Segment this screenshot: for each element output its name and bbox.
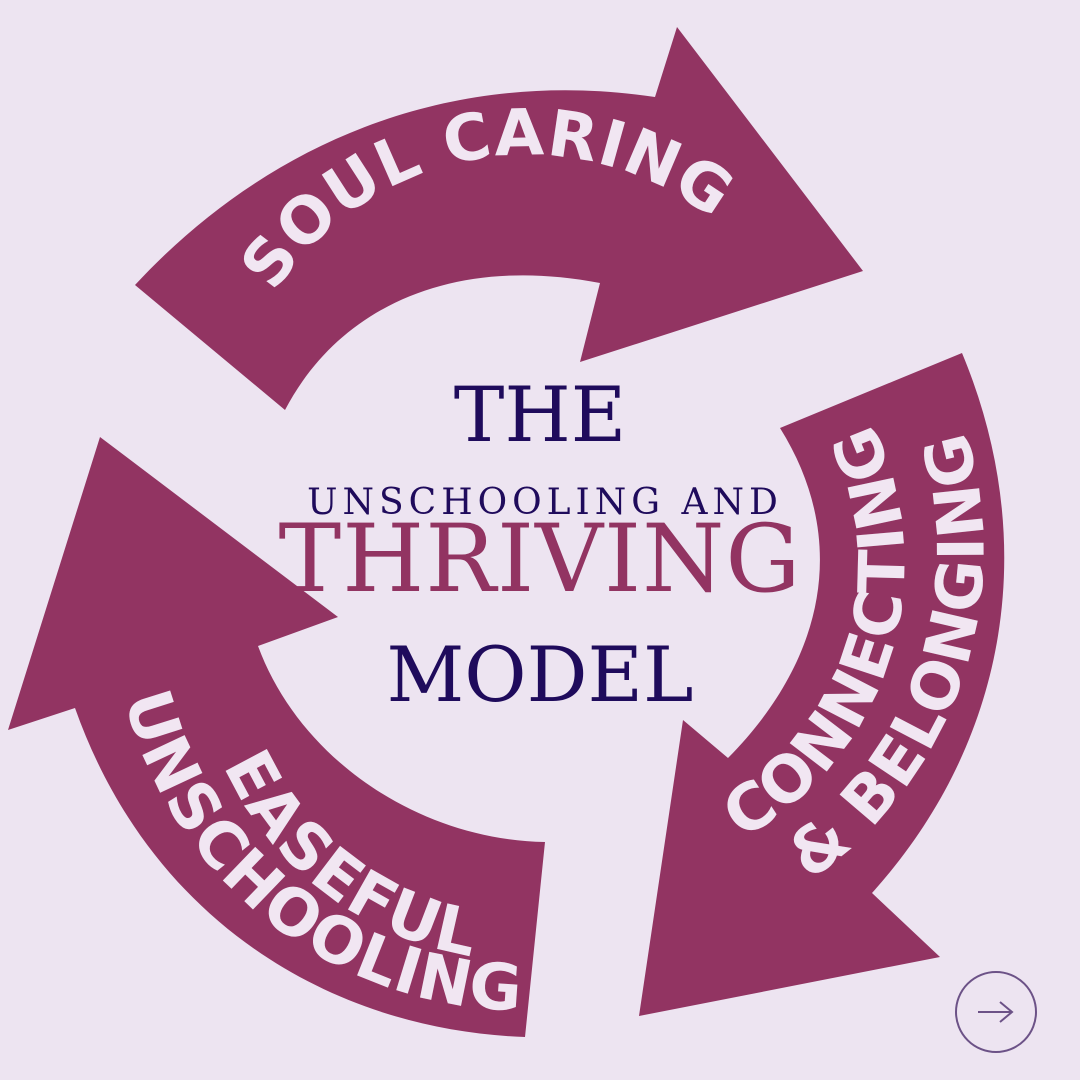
title-subtitle: UNSCHOOLING AND [307,482,783,523]
next-button[interactable] [955,971,1037,1053]
connecting-belonging-arrow [639,353,1005,1016]
title-model: MODEL [386,630,694,719]
arrow-right-icon [978,1001,1014,1023]
easeful-unschooling-arrow [8,437,545,1037]
soul-caring-arrow [135,27,863,410]
title-thriving: THRIVING [278,505,802,614]
title-the: THE [453,370,627,459]
